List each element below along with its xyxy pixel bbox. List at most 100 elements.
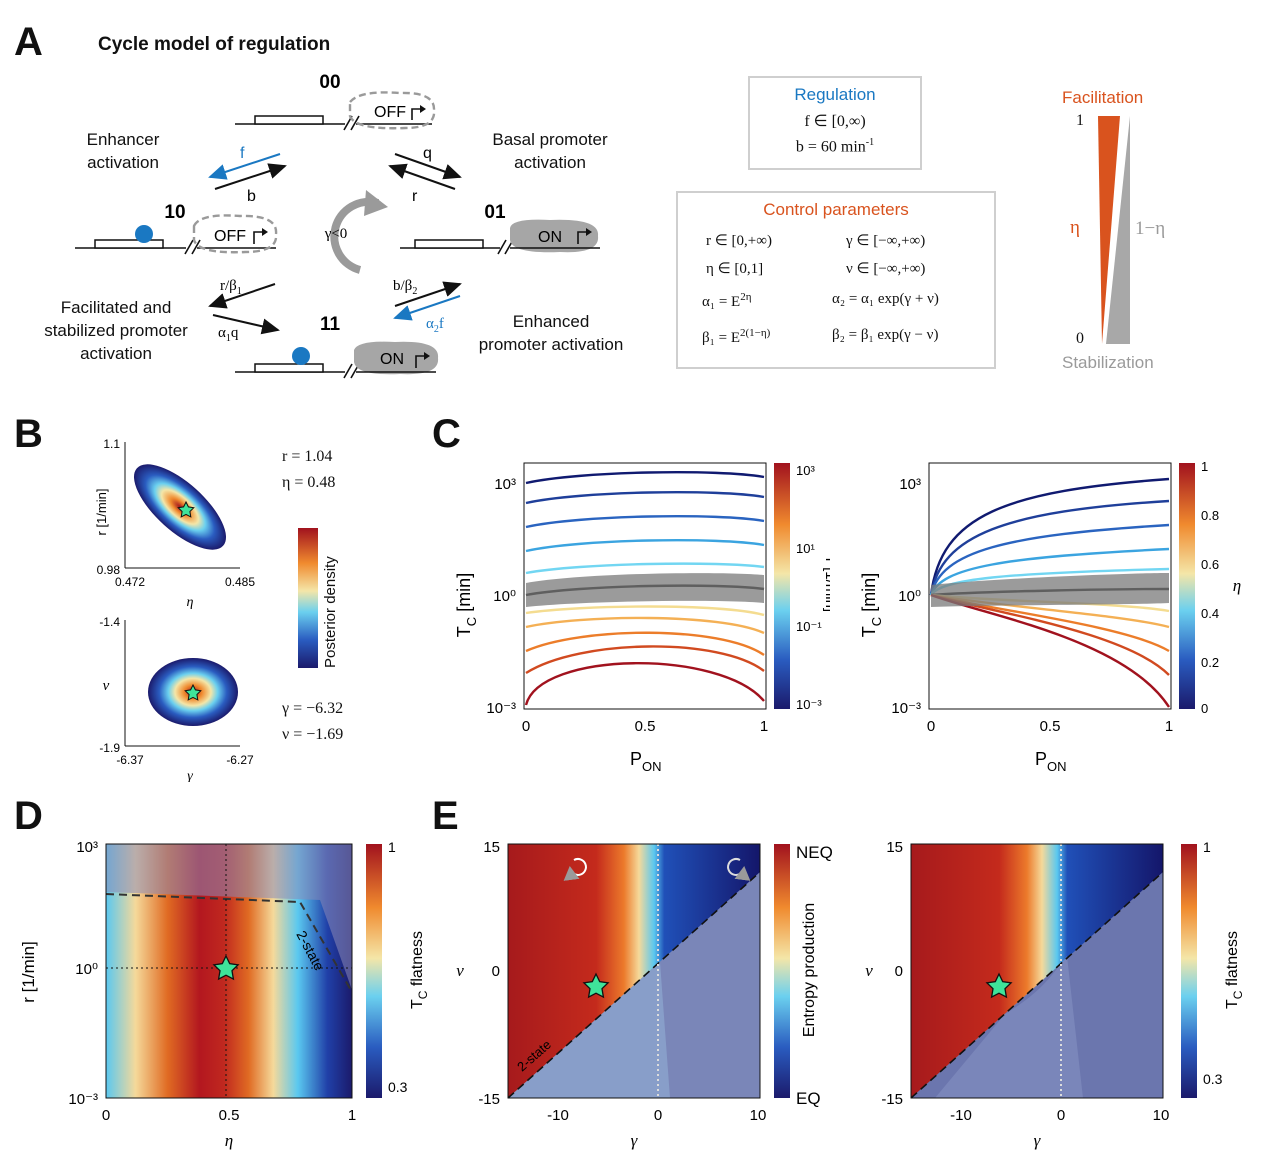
control-parameters-box: Control parameters r ∈ [0,+∞) γ ∈ [−∞,+∞… bbox=[676, 191, 996, 369]
eta-range: η ∈ [0,1] bbox=[706, 261, 764, 277]
e2-xlabel: γ bbox=[1034, 1131, 1042, 1150]
b-bottom-xtick-low: -6.37 bbox=[116, 753, 144, 767]
e1-ytick-high: 15 bbox=[483, 839, 500, 856]
c2-cbar-tick-4: 0.2 bbox=[1201, 655, 1219, 670]
e1-xtick-m10: -10 bbox=[547, 1107, 569, 1124]
off-label-00: OFF bbox=[374, 104, 406, 121]
b-top-xtick-high: 0.485 bbox=[225, 575, 255, 589]
c2-cbar-label: η bbox=[1233, 576, 1241, 595]
gamma-range: γ ∈ [−∞,+∞) bbox=[846, 233, 926, 249]
d-xtick-0: 0 bbox=[102, 1107, 110, 1124]
c1-cbar-label: r [1/min] bbox=[822, 558, 830, 612]
control-title: Control parameters bbox=[763, 200, 909, 219]
c2-cbar-tick-1: 0.8 bbox=[1201, 508, 1219, 523]
rate-b: b bbox=[247, 188, 256, 205]
c2-ytick-mid: 10⁰ bbox=[898, 588, 921, 605]
c1-cbar-tick-3: 10⁻³ bbox=[796, 697, 822, 712]
panel-letter-c: C bbox=[432, 412, 461, 456]
c1-cbar-tick-0: 10³ bbox=[796, 463, 815, 478]
beta1-formula: β₁ = E2(1−η) bbox=[702, 327, 771, 346]
c2-ytick-high: 10³ bbox=[899, 476, 921, 493]
e1-cbar-label: Entropy production bbox=[801, 903, 818, 1037]
b-bottom-xtick-high: -6.27 bbox=[226, 753, 254, 767]
e2-cbar-label: TC flatness bbox=[1224, 931, 1245, 1009]
regulation-b: b = 60 min-1 bbox=[795, 137, 875, 156]
b-bottom-ytick-high: -1.4 bbox=[99, 615, 120, 629]
on-label-01: ON bbox=[538, 229, 562, 246]
e2-xtick-m10: -10 bbox=[950, 1107, 972, 1124]
state-01-label: 01 bbox=[484, 202, 506, 223]
c1-colorbar bbox=[774, 463, 790, 709]
d-ytick-low: 10⁻³ bbox=[68, 1091, 98, 1108]
e2-ytick-low: -15 bbox=[881, 1091, 903, 1108]
b-bottom-xlabel: γ bbox=[187, 769, 193, 782]
r-range: r ∈ [0,+∞) bbox=[706, 233, 772, 249]
e2-xtick-0: 0 bbox=[1057, 1107, 1065, 1124]
d-xlabel: η bbox=[225, 1131, 233, 1150]
b-bottom-ylabel: ν bbox=[103, 678, 110, 694]
posterior-colorbar-label: Posterior density bbox=[322, 556, 339, 668]
beta2-formula: β₂ = β₁ exp(γ − ν) bbox=[832, 327, 939, 343]
c2-ylabel: TC [min] bbox=[859, 573, 884, 637]
d-ytick-high: 10³ bbox=[76, 839, 98, 856]
cycle-title: Cycle model of regulation bbox=[98, 34, 331, 55]
e2-ytick-mid: 0 bbox=[895, 963, 903, 980]
e1-xlabel: γ bbox=[631, 1131, 639, 1150]
c2-xlabel: PON bbox=[1035, 749, 1067, 774]
rate-r: r bbox=[412, 188, 418, 205]
rate-alpha2f: α2f bbox=[426, 316, 444, 335]
tc-vs-pon-plot-eta: 10³ 10⁰ 10⁻³ 0 0.5 1 PON TC [min] 1 0.8 … bbox=[859, 459, 1241, 774]
e1-xtick-0: 0 bbox=[654, 1107, 662, 1124]
d-cbar-label: TC flatness bbox=[409, 931, 430, 1009]
e2-colorbar bbox=[1181, 844, 1197, 1098]
c2-colorbar bbox=[1179, 463, 1195, 709]
rate-q: q bbox=[423, 145, 432, 162]
c1-xtick-1: 1 bbox=[760, 718, 768, 735]
c1-cbar-tick-1: 10¹ bbox=[796, 541, 815, 556]
tc-flatness-heatmap-e: 15 0 -15 -10 0 10 γ ν 1 0.3 TC flatness bbox=[865, 839, 1245, 1150]
b-top-xlabel: η bbox=[187, 595, 194, 610]
state-11-label: 11 bbox=[320, 314, 341, 335]
b-top-ylabel: r [1/min] bbox=[94, 489, 109, 536]
d-colorbar bbox=[366, 844, 382, 1098]
tc-vs-pon-plot-r: 10³ 10⁰ 10⁻³ 0 0.5 1 PON TC [min] 10³ 10… bbox=[454, 462, 830, 774]
c2-cbar-tick-2: 0.6 bbox=[1201, 557, 1219, 572]
rate-alpha1q: α1q bbox=[218, 325, 239, 344]
c1-xlabel: PON bbox=[630, 749, 662, 774]
c1-ytick-high: 10³ bbox=[494, 476, 516, 493]
posterior-scatter-r-eta: 1.1 0.98 0.472 0.485 η r [1/min] bbox=[94, 437, 255, 610]
entropy-heatmap-e: 2-state 15 0 -15 -10 0 10 γ ν NEQ EQ Ent… bbox=[456, 839, 833, 1150]
posterior-scatter-nu-gamma: -1.4 -1.9 -6.37 -6.27 γ ν bbox=[99, 615, 254, 782]
b-bottom-ytick-low: -1.9 bbox=[99, 741, 120, 755]
rate-f: f bbox=[240, 145, 245, 162]
c2-xtick-05: 0.5 bbox=[1040, 718, 1061, 735]
e1-ytick-mid: 0 bbox=[492, 963, 500, 980]
tc-flatness-heatmap-d: 2-state 10³ 10⁰ 10⁻³ 0 0.5 1 η r [1/min]… bbox=[20, 839, 430, 1150]
cycle-diagram: 00 OFF 10 OFF 01 ON 11 ON f b q r r/β1 α… bbox=[75, 72, 600, 379]
on-label-11: ON bbox=[380, 351, 404, 368]
state-10-label: 10 bbox=[164, 202, 185, 223]
alpha1-formula: α₁ = E2η bbox=[702, 291, 752, 310]
c2-cbar-tick-0: 1 bbox=[1201, 459, 1208, 474]
c1-ylabel: TC [min] bbox=[454, 573, 479, 637]
d-xtick-1: 1 bbox=[348, 1107, 356, 1124]
state-00-label: 00 bbox=[319, 72, 340, 93]
panel-letter-e: E bbox=[432, 794, 459, 838]
nu-range: ν ∈ [−∞,+∞) bbox=[846, 261, 926, 277]
e1-colorbar bbox=[774, 844, 790, 1098]
alpha2-formula: α₂ = α₁ exp(γ + ν) bbox=[832, 291, 939, 307]
stabilization-label: Stabilization bbox=[1062, 353, 1154, 372]
off-label-10: OFF bbox=[214, 228, 246, 245]
c2-cbar-tick-3: 0.4 bbox=[1201, 606, 1219, 621]
c2-ytick-low: 10⁻³ bbox=[891, 700, 921, 717]
cycle-label: γ<0 bbox=[324, 226, 348, 242]
panel-letter-d: D bbox=[14, 794, 43, 838]
d-ylabel: r [1/min] bbox=[20, 941, 38, 1002]
facilitation-wedge bbox=[1098, 116, 1130, 344]
c1-xtick-05: 0.5 bbox=[635, 718, 656, 735]
c2-xtick-1: 1 bbox=[1165, 718, 1173, 735]
